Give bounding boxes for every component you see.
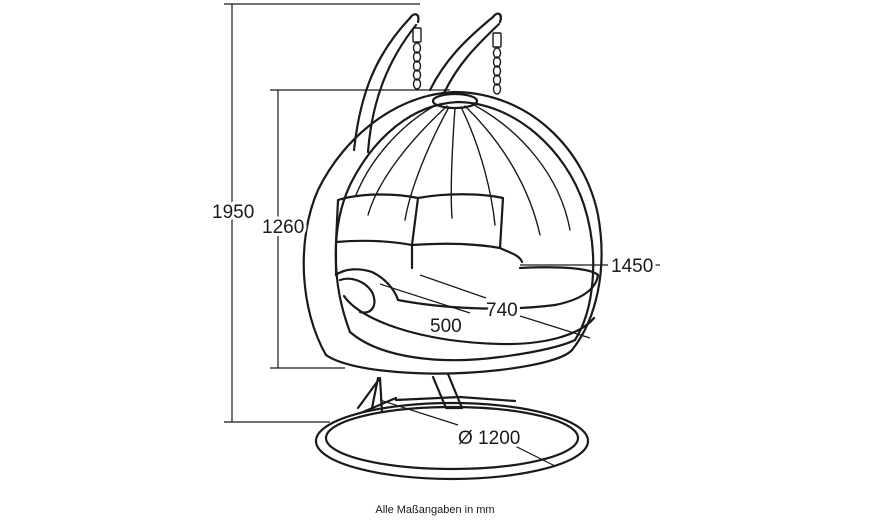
dim-seat-width: [419, 274, 591, 339]
label-seat-width: 740: [486, 300, 518, 321]
base-plate: [314, 401, 590, 481]
seat-cushion: [334, 266, 600, 346]
dim-basket-height: [270, 89, 450, 369]
label-seat-depth: 500: [430, 316, 462, 337]
chain-right: [492, 32, 502, 95]
support-pole-right: [428, 12, 502, 95]
label-basket-height: 1260: [262, 217, 304, 238]
basket-shell: [302, 90, 603, 375]
dim-seat-depth: [379, 283, 471, 314]
support-pole-left: [352, 13, 420, 154]
base-feet: [356, 372, 517, 414]
back-cushions: [334, 193, 524, 277]
units-caption: Alle Maßangaben in mm: [375, 504, 495, 516]
dim-total-height: [224, 3, 420, 423]
label-total-height: 1950: [212, 202, 254, 223]
label-width: 1450: [611, 256, 653, 277]
label-base-diameter: Ø 1200: [458, 428, 520, 449]
dim-base-diameter: [379, 399, 556, 467]
chain-left: [412, 27, 422, 90]
